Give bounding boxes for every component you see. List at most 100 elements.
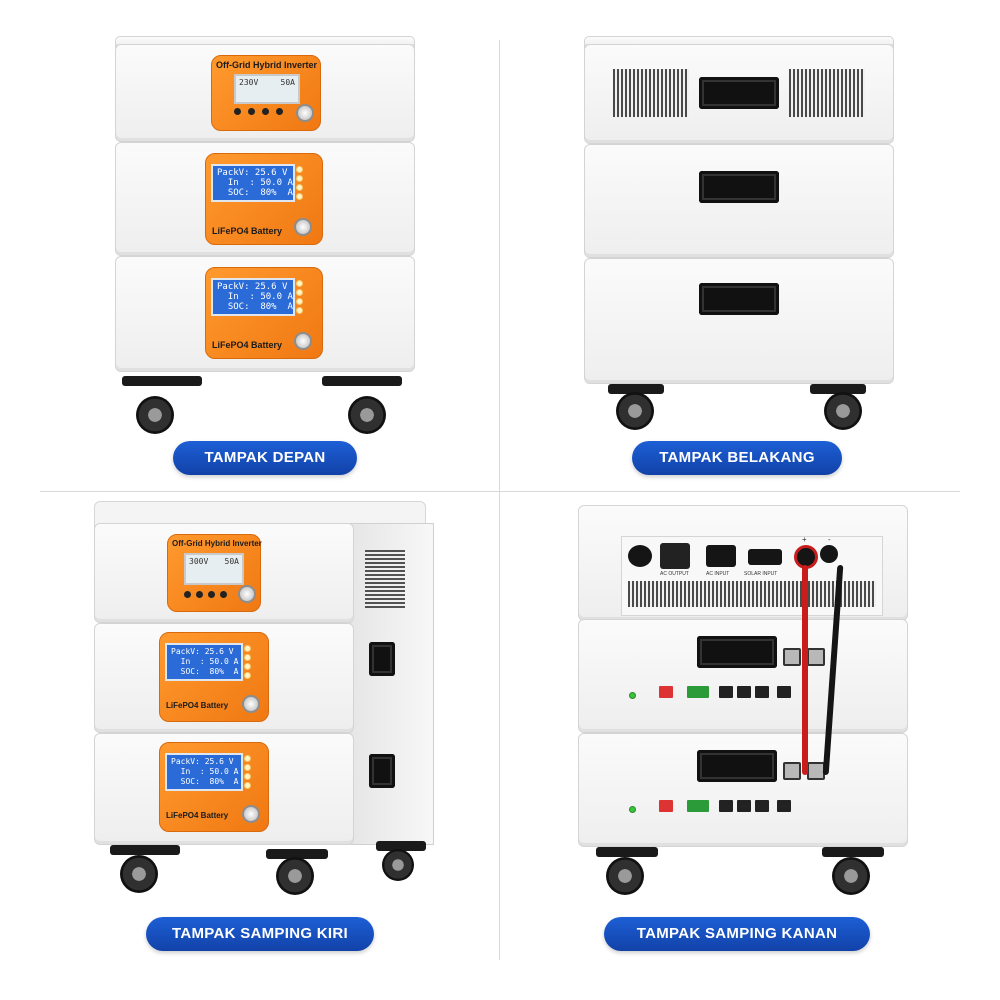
status-led (244, 645, 251, 652)
inverter-button[interactable] (220, 591, 227, 598)
vent-grille (789, 69, 865, 117)
battery-module: PackV: 25.6 V In : 50.0 A SOC: 80% A LiF… (115, 256, 415, 372)
rj45-port[interactable] (737, 800, 751, 812)
dip-switch[interactable] (659, 800, 673, 812)
wheel (832, 857, 870, 895)
wheel (824, 392, 862, 430)
wheel (120, 855, 158, 893)
rj45-port[interactable] (755, 800, 769, 812)
dc-socket[interactable] (628, 545, 652, 567)
inverter-lcd: 300V 50A (184, 553, 244, 585)
power-knob[interactable] (238, 585, 256, 603)
battery-module (584, 258, 894, 384)
rj45-port[interactable] (777, 800, 791, 812)
inverter-button[interactable] (276, 108, 283, 115)
wheel (616, 392, 654, 430)
carry-handle[interactable] (697, 750, 777, 782)
inverter-lcd-right: 50A (224, 557, 239, 566)
inverter-button[interactable] (184, 591, 191, 598)
lcd-line: In : 50.0 A (171, 657, 239, 666)
status-led (244, 755, 251, 762)
rj45-port[interactable] (719, 800, 733, 812)
status-led (629, 692, 636, 699)
inverter-button[interactable] (196, 591, 203, 598)
carry-handle[interactable] (697, 636, 777, 668)
inverter-button[interactable] (248, 108, 255, 115)
inverter-panel: Off-Grid Hybrid Inverter 230V 50A (211, 55, 321, 131)
dip-switch[interactable] (659, 686, 673, 698)
battery-module (584, 144, 894, 258)
battery-panel: PackV: 25.6 V In : 50.0 A SOC: 80% A LiF… (159, 742, 269, 832)
view-label-front: TAMPAK DEPAN (173, 441, 357, 475)
caster-bracket (122, 376, 202, 386)
power-knob[interactable] (242, 695, 260, 713)
rj45-port[interactable] (719, 686, 733, 698)
inverter-module (584, 44, 894, 144)
battery-module: PackV: 25.6 V In : 50.0 A SOC: 80% A LiF… (94, 623, 354, 733)
battery-label: LiFePO4 Battery (166, 701, 229, 710)
power-knob[interactable] (296, 104, 314, 122)
status-led (296, 166, 303, 173)
inverter-lcd-left: 300V (189, 557, 209, 566)
carry-handle[interactable] (699, 171, 779, 203)
horizontal-divider (40, 491, 960, 492)
battery-minus-terminal[interactable] (820, 545, 838, 563)
wheel (382, 849, 414, 881)
battery-terminal[interactable] (807, 648, 825, 666)
status-led (244, 672, 251, 679)
wheel (606, 857, 644, 895)
caster-bracket (322, 376, 402, 386)
inverter-button[interactable] (234, 108, 241, 115)
power-knob[interactable] (294, 332, 312, 350)
battery-panel: PackV: 25.6 V In : 50.0 A SOC: 80% A LiF… (205, 267, 323, 359)
battery-terminal[interactable] (783, 762, 801, 780)
carry-handle[interactable] (699, 77, 779, 109)
battery-lcd: PackV: 25.6 V In : 50.0 A SOC: 80% A (165, 753, 243, 791)
wheel (276, 857, 314, 895)
green-terminal[interactable] (687, 800, 709, 812)
cabinet-side (350, 523, 434, 845)
lcd-line: PackV: 25.6 V (171, 647, 234, 656)
power-knob[interactable] (242, 805, 260, 823)
ac-input-socket[interactable] (706, 545, 736, 567)
wheel (348, 396, 386, 434)
ac-output-label: AC OUTPUT (660, 571, 689, 577)
solar-input-socket[interactable] (748, 549, 782, 565)
inverter-button[interactable] (208, 591, 215, 598)
status-led (629, 806, 636, 813)
rj45-port[interactable] (737, 686, 751, 698)
lcd-line: PackV: 25.6 V (217, 282, 288, 292)
battery-lcd: PackV: 25.6 V In : 50.0 A SOC: 80% A (165, 643, 243, 681)
carry-handle[interactable] (369, 754, 395, 788)
caster-bracket (810, 384, 866, 394)
inverter-lcd: 230V 50A (234, 74, 300, 104)
red-power-cable (802, 565, 808, 775)
view-label-left: TAMPAK SAMPING KIRI (146, 917, 374, 951)
status-led (244, 663, 251, 670)
green-terminal[interactable] (687, 686, 709, 698)
battery-panel: PackV: 25.6 V In : 50.0 A SOC: 80% A LiF… (205, 153, 323, 245)
status-led (244, 654, 251, 661)
status-led (296, 298, 303, 305)
rj45-port[interactable] (777, 686, 791, 698)
inverter-module: Off-Grid Hybrid Inverter 300V 50A (94, 523, 354, 623)
caster-bracket (376, 841, 426, 851)
battery-label: LiFePO4 Battery (166, 811, 229, 820)
inverter-lcd-left: 230V (239, 78, 259, 87)
lcd-line: SOC: 80% A (171, 777, 239, 786)
ac-output-socket[interactable] (660, 543, 690, 569)
caster-bracket (110, 845, 180, 855)
carry-handle[interactable] (699, 283, 779, 315)
battery-terminal[interactable] (783, 648, 801, 666)
lcd-line: In : 50.0 A (171, 767, 239, 776)
carry-handle[interactable] (369, 642, 395, 676)
status-led (296, 307, 303, 314)
inverter-button[interactable] (262, 108, 269, 115)
power-knob[interactable] (294, 218, 312, 236)
battery-label: LiFePO4 Battery (212, 340, 283, 350)
status-led (244, 773, 251, 780)
lcd-line: SOC: 80% A (217, 188, 293, 198)
rj45-port[interactable] (755, 686, 769, 698)
caster-bracket (596, 847, 658, 857)
vent-grille (365, 550, 405, 608)
